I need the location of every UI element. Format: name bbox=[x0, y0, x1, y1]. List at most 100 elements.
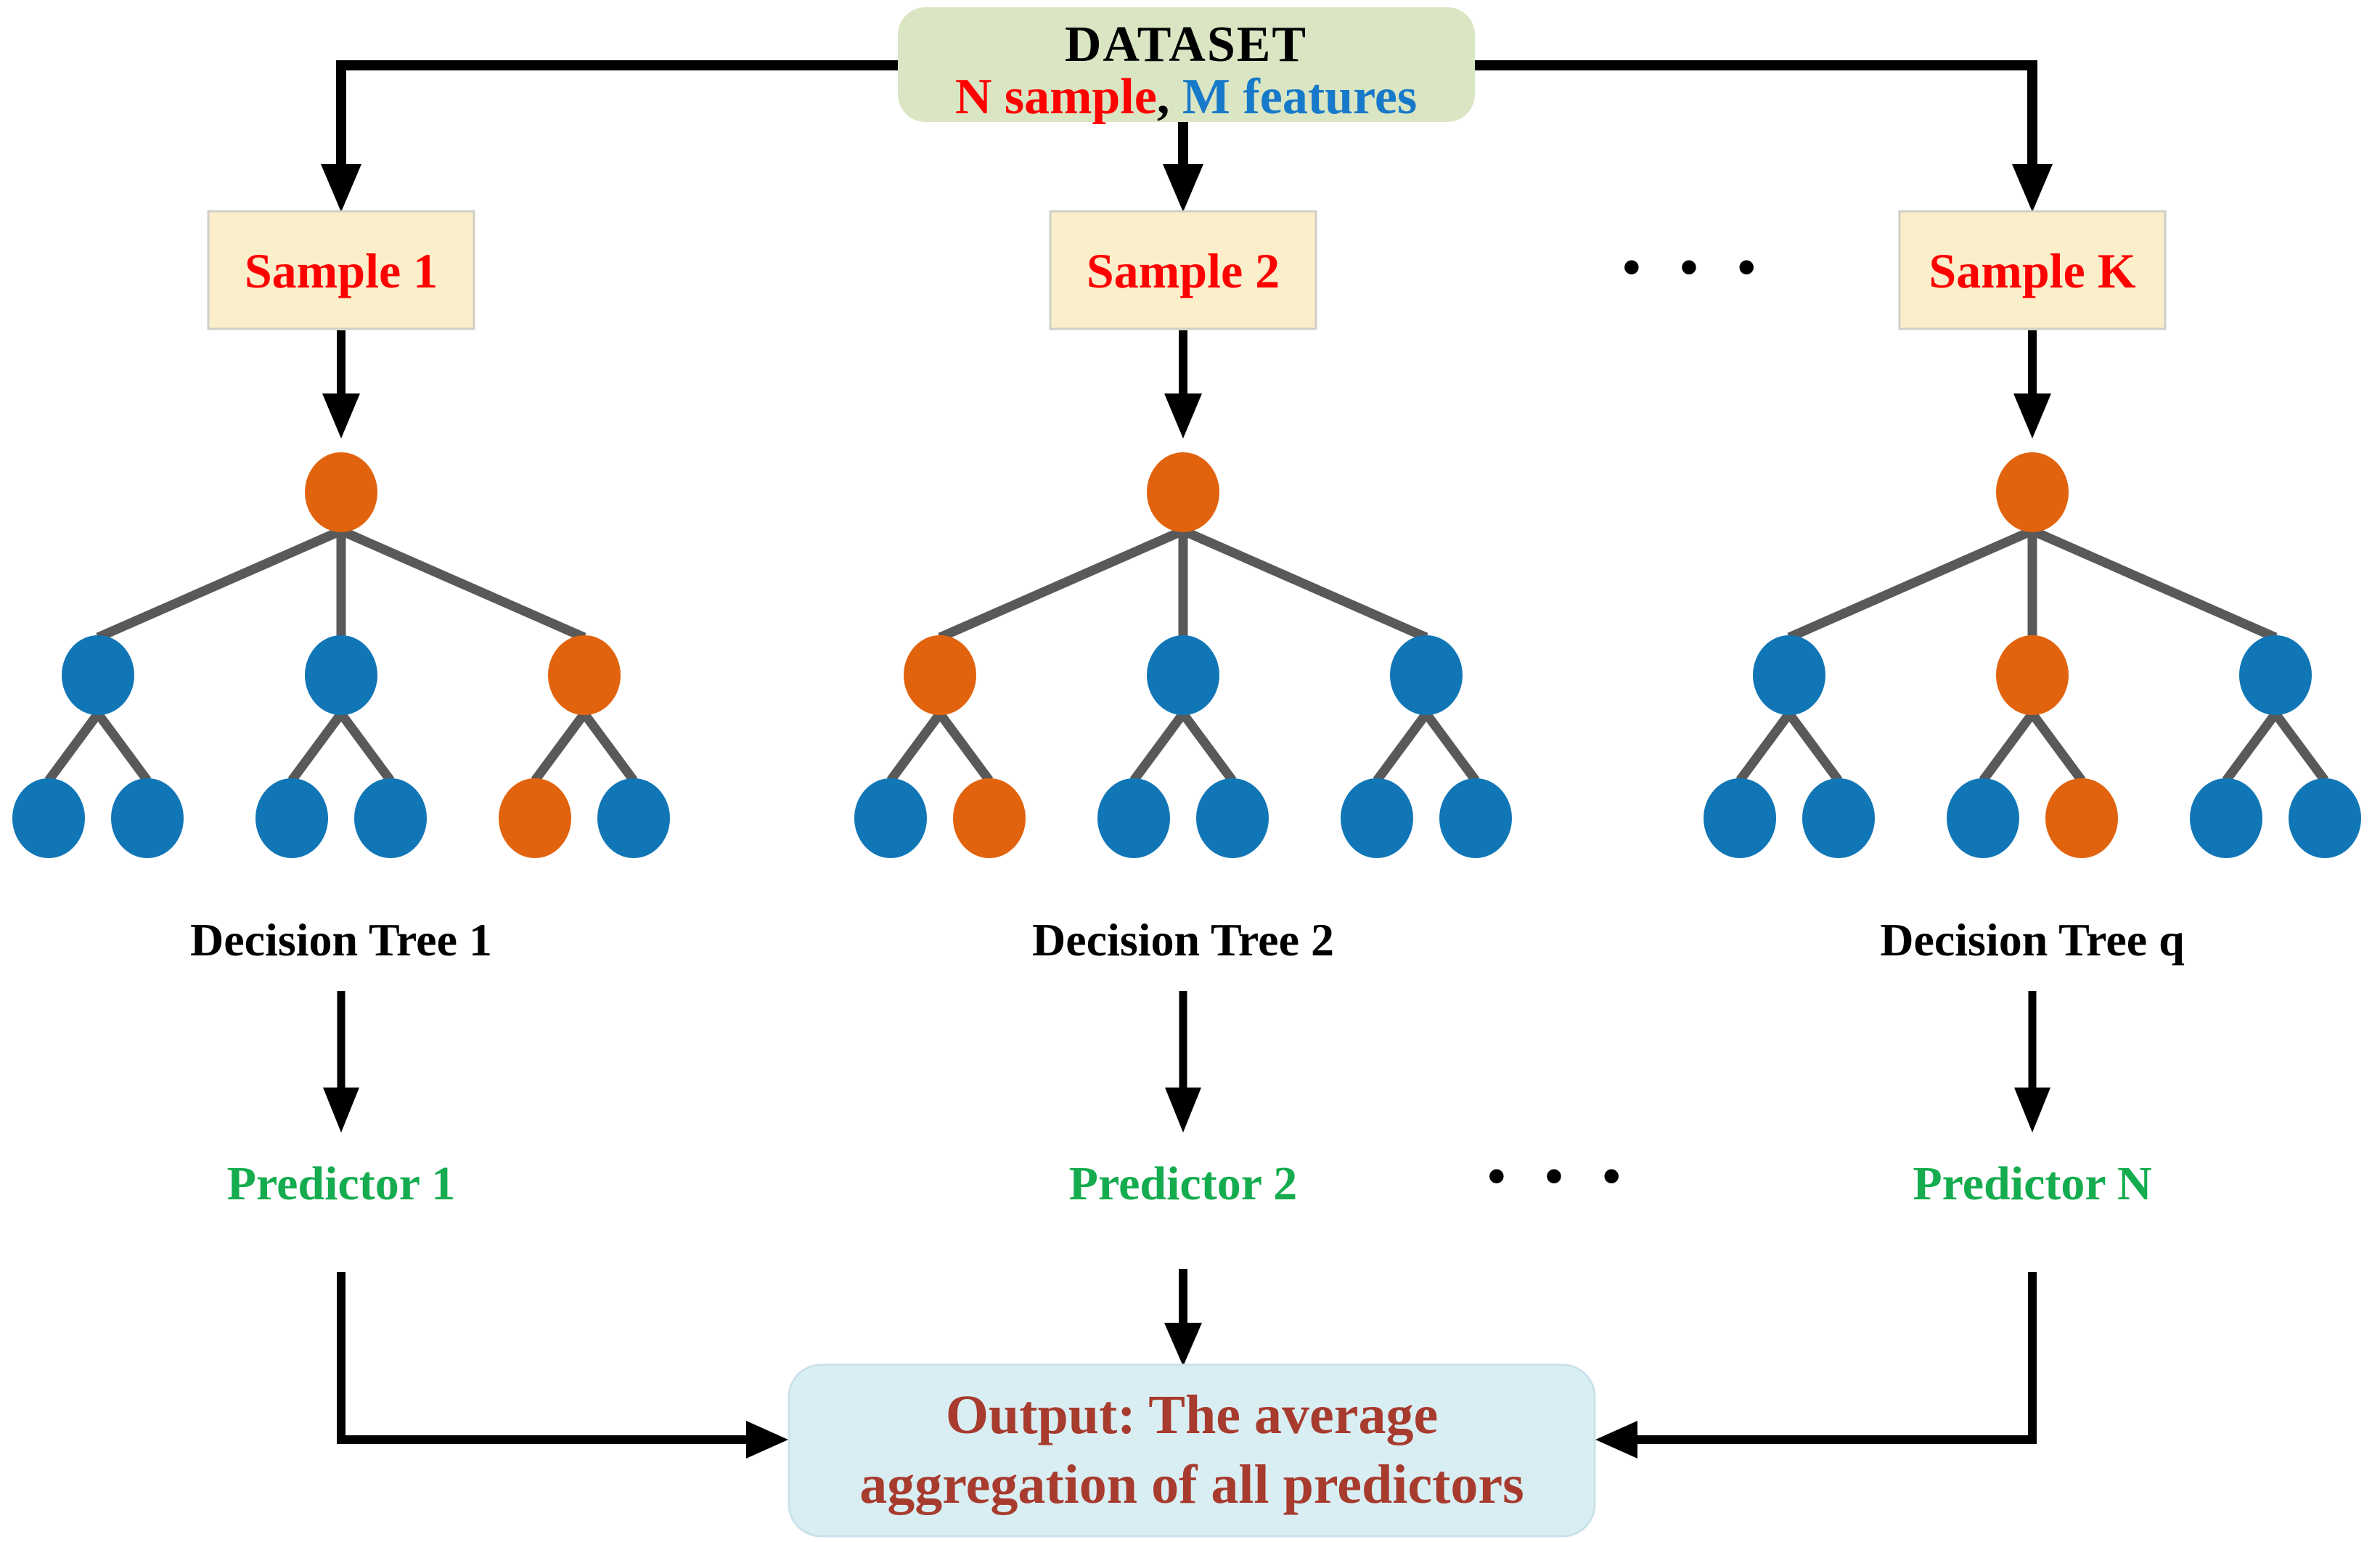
arrow-into-output-left-head bbox=[746, 1421, 788, 1459]
tree-edge bbox=[936, 711, 994, 783]
tree-edge bbox=[1179, 711, 1237, 783]
tree-root-node bbox=[1147, 452, 1219, 532]
arrow-dataset-to-sample-head bbox=[321, 164, 361, 212]
output-line1: Output: The average bbox=[946, 1384, 1438, 1445]
tree-leaf-node bbox=[1802, 778, 1875, 858]
tree-edge bbox=[94, 711, 152, 783]
arrow-tree-to-predictor-head bbox=[1165, 1088, 1201, 1133]
tree-edge bbox=[2030, 526, 2278, 642]
tree-node bbox=[904, 635, 976, 715]
tree-leaf-node bbox=[354, 778, 427, 858]
arrow-dataset-to-sample-head bbox=[1163, 164, 1203, 212]
dataset-subtitle: N sample, M features bbox=[955, 69, 1417, 125]
tree-leaf-node bbox=[1704, 778, 1776, 858]
predictor-label: Predictor N bbox=[1913, 1157, 2151, 1210]
dataset-subtitle-m-features: M features bbox=[1182, 69, 1417, 125]
tree-root-node bbox=[305, 452, 377, 532]
tree-leaf-node bbox=[2190, 778, 2262, 858]
tree-edge bbox=[96, 526, 343, 642]
tree-leaf-node bbox=[2045, 778, 2118, 858]
dataset-box-group: DATASET N sample, M features bbox=[898, 7, 1475, 125]
tree-edge bbox=[1129, 711, 1187, 783]
tree-edge bbox=[2222, 711, 2280, 783]
connector-dataset-to-sampleK bbox=[1470, 60, 2037, 168]
tree-edge bbox=[1735, 711, 1794, 783]
output-line2: aggregation of all predictors bbox=[859, 1454, 1524, 1515]
connector-dataset-to-sample1 bbox=[336, 60, 904, 168]
samples-ellipsis: • • • bbox=[1622, 238, 1769, 296]
tree-leaf-node bbox=[1439, 778, 1512, 858]
tree-edge bbox=[886, 711, 944, 783]
tree-leaf-node bbox=[953, 778, 1026, 858]
tree-node bbox=[1753, 635, 1825, 715]
tree-edge bbox=[1787, 526, 2035, 642]
tree-leaf-node bbox=[255, 778, 328, 858]
tree-edge bbox=[1181, 526, 1428, 642]
column-1: Sample 1 Decision Tree 1 Predictor 1 bbox=[12, 164, 788, 1459]
arrow-into-output-top-head bbox=[1164, 1323, 1202, 1366]
tree-leaf-node bbox=[597, 778, 670, 858]
tree-edge bbox=[1785, 711, 1843, 783]
tree-node bbox=[548, 635, 621, 715]
predictor-label: Predictor 2 bbox=[1069, 1157, 1298, 1210]
tree-edge bbox=[337, 711, 395, 783]
tree-edge bbox=[580, 711, 638, 783]
sample-label: Sample 1 bbox=[245, 243, 438, 298]
tree-node bbox=[1390, 635, 1463, 715]
tree-edge bbox=[339, 526, 586, 642]
arrow-into-output-right-head bbox=[1595, 1421, 1637, 1459]
tree-leaf-node bbox=[2289, 778, 2361, 858]
connector-predictorN-to-output bbox=[1636, 1272, 2037, 1444]
arrow-sample-to-tree-head bbox=[1164, 393, 1202, 438]
tree-leaf-node bbox=[854, 778, 927, 858]
decision-tree-label: Decision Tree 2 bbox=[1032, 914, 1334, 966]
tree-node bbox=[1147, 635, 1219, 715]
tree-edge bbox=[938, 526, 1185, 642]
tree-node bbox=[2239, 635, 2312, 715]
tree-node bbox=[62, 635, 134, 715]
output-box bbox=[788, 1363, 1596, 1538]
tree-edge bbox=[531, 711, 589, 783]
dataset-box bbox=[898, 7, 1475, 122]
tree-edge bbox=[1373, 711, 1431, 783]
tree-edge bbox=[1422, 711, 1480, 783]
tree-edge bbox=[1979, 711, 2037, 783]
tree-leaf-node bbox=[499, 778, 571, 858]
tree-root-node bbox=[1996, 452, 2069, 532]
sample-box bbox=[1049, 210, 1317, 330]
arrow-tree-to-predictor-head bbox=[323, 1088, 359, 1133]
predictors-ellipsis: • • • bbox=[1487, 1147, 1634, 1205]
tree-leaf-node bbox=[1947, 778, 2019, 858]
dataset-subtitle-comma: , bbox=[1157, 69, 1182, 125]
arrow-sample-to-tree-head bbox=[322, 393, 360, 438]
output-box-group: Output: The average aggregation of all p… bbox=[788, 1363, 1596, 1538]
sample-box bbox=[1898, 210, 2167, 330]
tree-leaf-node bbox=[111, 778, 184, 858]
tree-leaf-node bbox=[1097, 778, 1170, 858]
column-2: Sample 2 Decision Tree 2 Predictor 2 bbox=[854, 122, 1512, 1366]
connector-predictor1-to-output bbox=[337, 1272, 748, 1444]
sample-label: Sample 2 bbox=[1087, 243, 1280, 298]
arrow-tree-to-predictor-head bbox=[2014, 1088, 2050, 1133]
decision-tree-label: Decision Tree 1 bbox=[190, 914, 492, 966]
sample-box bbox=[207, 210, 475, 330]
dataset-subtitle-n-sample: N sample bbox=[955, 69, 1157, 125]
tree-leaf-node bbox=[1196, 778, 1269, 858]
tree-node bbox=[305, 635, 377, 715]
tree-edge bbox=[287, 711, 345, 783]
tree-edge bbox=[44, 711, 102, 783]
sample-label: Sample K bbox=[1929, 243, 2135, 298]
arrow-dataset-to-sample-head bbox=[2012, 164, 2053, 212]
tree-leaf-node bbox=[12, 778, 85, 858]
dataset-title: DATASET bbox=[1065, 17, 1307, 73]
tree-edge bbox=[2028, 711, 2086, 783]
column-3: Sample K Decision Tree q Predictor N bbox=[1595, 164, 2361, 1459]
tree-edge bbox=[2271, 711, 2329, 783]
decision-tree-label: Decision Tree q bbox=[1880, 914, 2185, 966]
tree-node bbox=[1996, 635, 2069, 715]
predictor-label: Predictor 1 bbox=[227, 1157, 456, 1210]
tree-leaf-node bbox=[1341, 778, 1413, 858]
